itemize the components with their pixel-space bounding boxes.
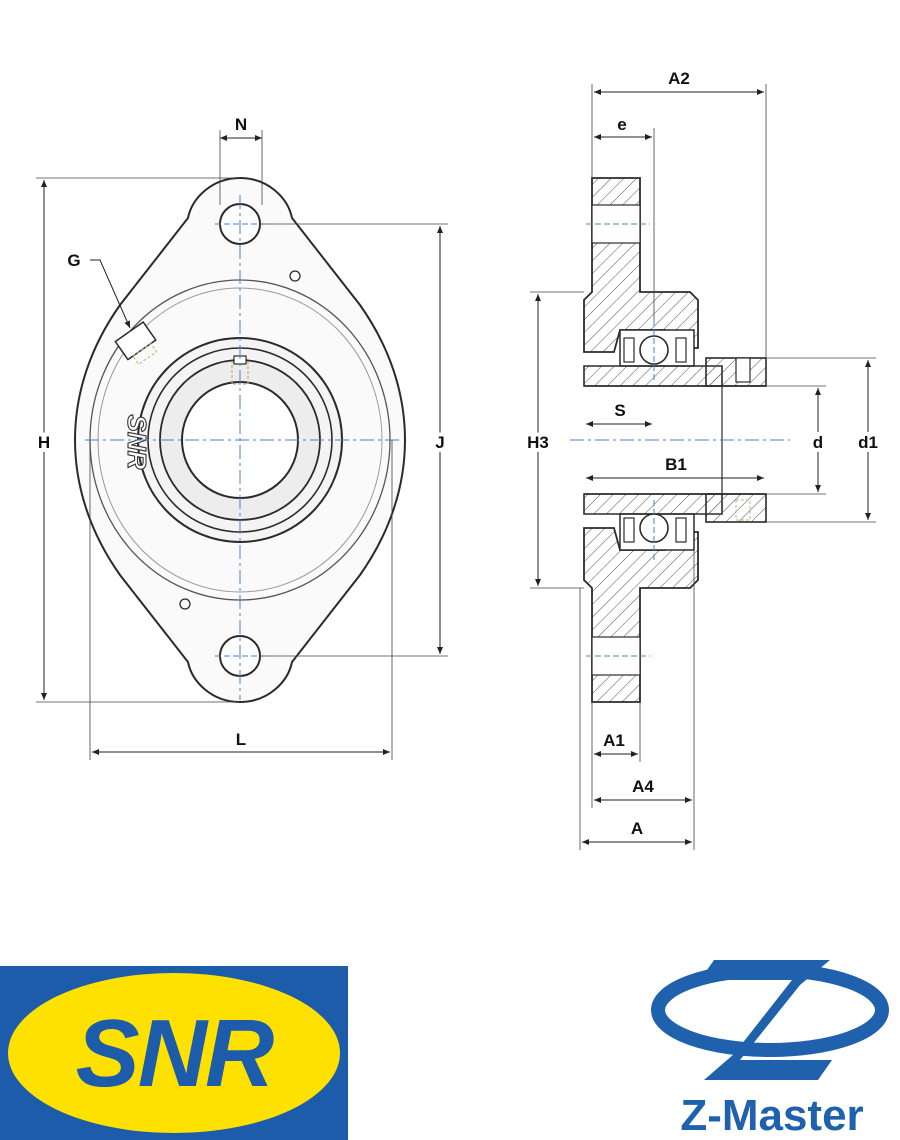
label-H: H: [38, 433, 50, 452]
snr-logo-text: SNR: [76, 1000, 274, 1107]
zmaster-logo: Z-Master: [651, 960, 889, 1140]
label-H3: H3: [527, 433, 549, 452]
front-view: SNR N H J L G: [34, 115, 449, 760]
label-L: L: [236, 730, 246, 749]
label-J: J: [435, 433, 444, 452]
snr-logo: SNR: [0, 966, 348, 1140]
housing-mark: SNR: [122, 415, 152, 470]
housing-section-top: [583, 177, 699, 353]
label-A2: A2: [668, 69, 690, 88]
zmaster-logo-text: Z-Master: [680, 1091, 863, 1140]
label-S: S: [614, 401, 625, 420]
z-mark-icon: [700, 960, 832, 1080]
label-e: e: [617, 115, 626, 134]
grease-nipple: [114, 321, 158, 366]
inner-ring-bottom: [583, 493, 723, 515]
label-d1: d1: [858, 433, 878, 452]
inner-ring-top: [583, 365, 723, 387]
label-G: G: [67, 251, 80, 270]
label-A4: A4: [632, 777, 654, 796]
label-A1: A1: [603, 731, 625, 750]
label-A: A: [631, 819, 643, 838]
housing-section-bottom: [583, 527, 699, 703]
label-B1: B1: [665, 455, 687, 474]
label-N: N: [235, 115, 247, 134]
section-view: A2 e H3 S B1 d d1 A1 A4: [523, 69, 882, 850]
label-d: d: [813, 433, 823, 452]
